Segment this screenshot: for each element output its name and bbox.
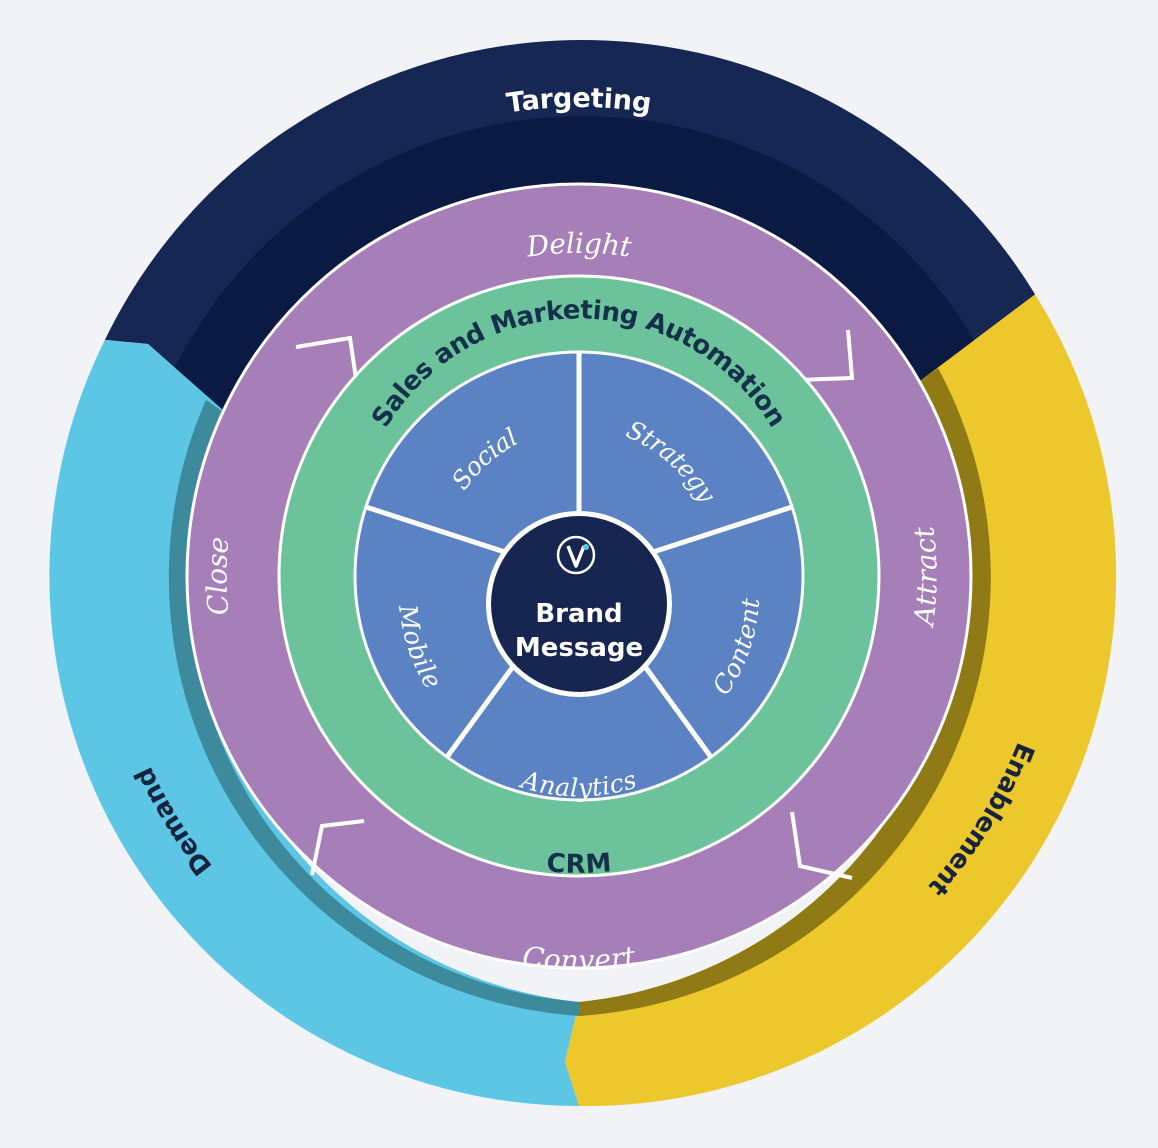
- process-label-close: Close: [200, 535, 235, 616]
- targeting-band: [104, 39, 1036, 417]
- process-label-convert: Convert: [521, 940, 639, 977]
- platform-label-crm: CRM: [545, 848, 612, 880]
- v-logo-icon: [556, 535, 596, 575]
- center-label-line2: Message: [515, 633, 643, 663]
- process-label-attract: Attract: [907, 524, 944, 630]
- process-label-delight: Delight: [524, 227, 634, 264]
- outer-ring-label-targeting: Targeting: [505, 83, 654, 119]
- arrow-close: [310, 819, 365, 876]
- enablement-band-shadow: [579, 368, 991, 1016]
- center-label-line1: Brand: [535, 599, 622, 629]
- capability-wheel: [353, 350, 805, 802]
- brand-message-center: [491, 516, 667, 692]
- arrow-convert: [790, 811, 853, 880]
- targeting-band-inner: [170, 116, 985, 417]
- outer-ring: [49, 39, 1117, 1107]
